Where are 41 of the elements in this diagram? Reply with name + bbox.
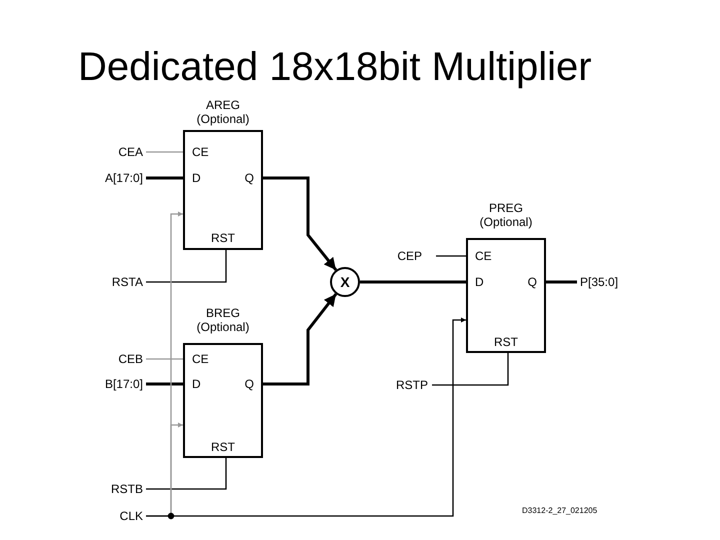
signal-line (146, 458, 227, 490)
signal-line (146, 176, 183, 180)
register-label: AREG (Optional) (196, 98, 250, 126)
signal-label: P[35:0] (580, 275, 618, 289)
port-label: D (192, 377, 201, 391)
signal-line (146, 358, 183, 360)
register-label: BREG (Optional) (196, 306, 250, 334)
port-label: CE (475, 249, 492, 263)
signal-label: A[17:0] (104, 171, 143, 185)
register-label: PREG (Optional) (478, 201, 534, 229)
signal-line (146, 151, 183, 153)
port-label: Q (244, 377, 254, 391)
signal-line (146, 382, 183, 386)
port-label: RST (210, 440, 236, 454)
port-label: Q (244, 171, 254, 185)
port-label: D (475, 275, 484, 289)
title: Dedicated 18x18bit Multiplier (78, 44, 592, 90)
signal-line (146, 250, 227, 283)
signal-line (546, 280, 577, 284)
signal-line (360, 280, 466, 284)
signal-label: RSTP (396, 378, 428, 392)
port-label: CE (192, 352, 209, 366)
signal-line (436, 255, 466, 257)
port-label: Q (528, 275, 537, 289)
signal-label: CEB (118, 352, 143, 366)
port-label: RST (493, 335, 519, 349)
arrow (146, 317, 466, 517)
port-label: CE (192, 145, 209, 159)
signal-label: RSTA (112, 275, 143, 289)
arrow (263, 293, 338, 386)
signal-label: RSTB (110, 482, 143, 496)
arrow (263, 176, 338, 271)
signal-label: CEA (118, 145, 143, 159)
signal-label: CLK (120, 509, 143, 523)
multiplier-circle: X (330, 267, 360, 297)
port-label: RST (210, 231, 236, 245)
signal-line (432, 353, 509, 386)
signal-label: B[17:0] (104, 377, 143, 391)
signal-label: CEP (397, 249, 422, 263)
port-label: D (192, 171, 201, 185)
figure-code: D3312-2_27_021205 (522, 506, 598, 516)
